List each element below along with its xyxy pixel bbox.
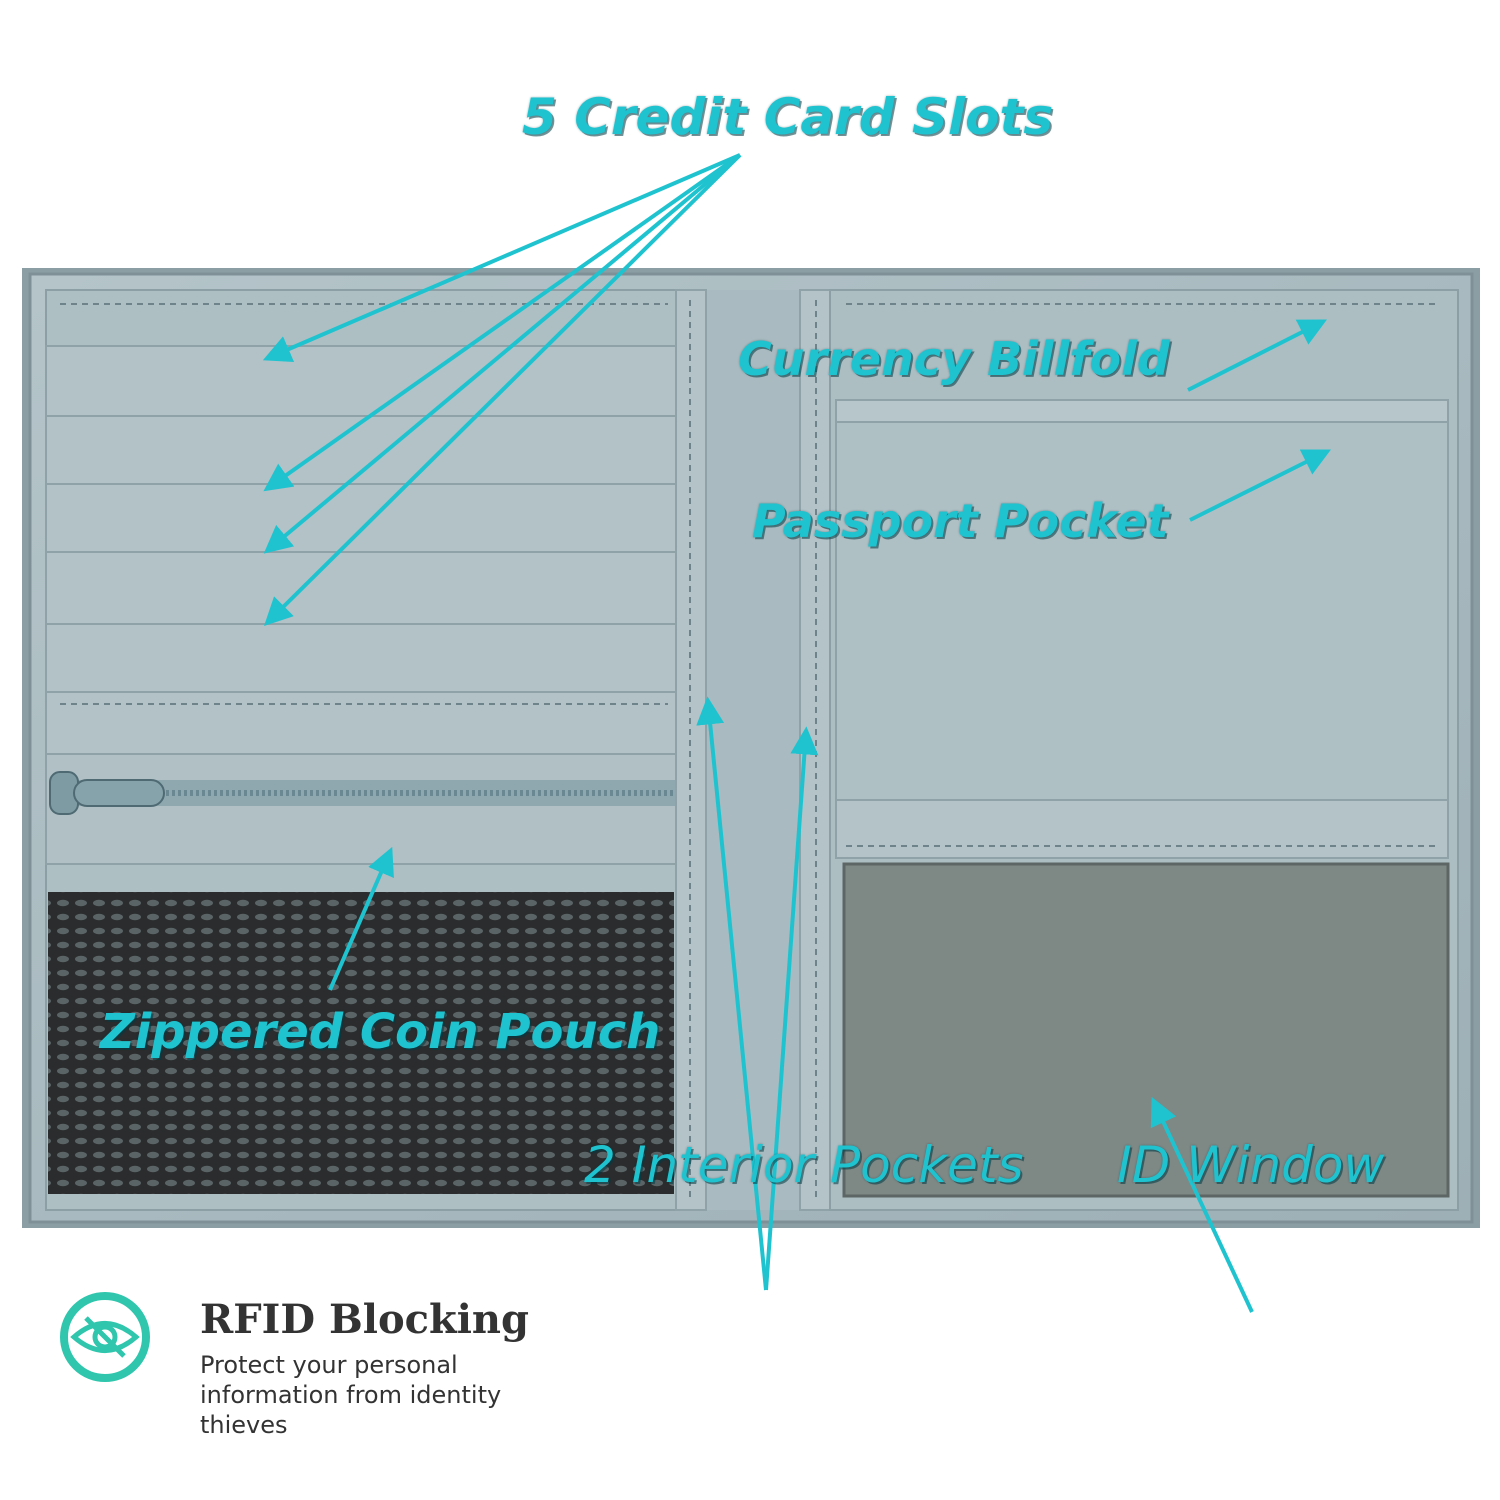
zipper-area — [45, 753, 677, 865]
callout-currency-billfold: Currency Billfold — [738, 332, 1170, 386]
left-panel — [45, 289, 677, 1211]
zipper-pull-icon — [49, 771, 165, 815]
callout-zippered-coin-pouch: Zippered Coin Pouch — [100, 1004, 661, 1060]
wallet-spine — [675, 289, 831, 1211]
right-panel — [829, 289, 1459, 1211]
callout-interior-pockets: 2 Interior Pockets — [584, 1136, 1024, 1194]
card-slots — [45, 345, 677, 755]
callout-arrows — [262, 153, 1332, 1313]
passport-pocket — [835, 421, 1449, 803]
rfid-description: Protect your personal information from i… — [200, 1351, 502, 1439]
callout-passport-pocket: Passport Pocket — [752, 494, 1169, 548]
rfid-title: RFID Blocking — [200, 1296, 529, 1343]
eye-shield-icon — [60, 1292, 150, 1382]
callout-id-window: ID Window — [1117, 1136, 1385, 1194]
callout-credit-card-slots: 5 Credit Card Slots — [522, 88, 1054, 146]
mesh-pocket — [48, 892, 674, 1194]
id-window — [842, 862, 1450, 1198]
